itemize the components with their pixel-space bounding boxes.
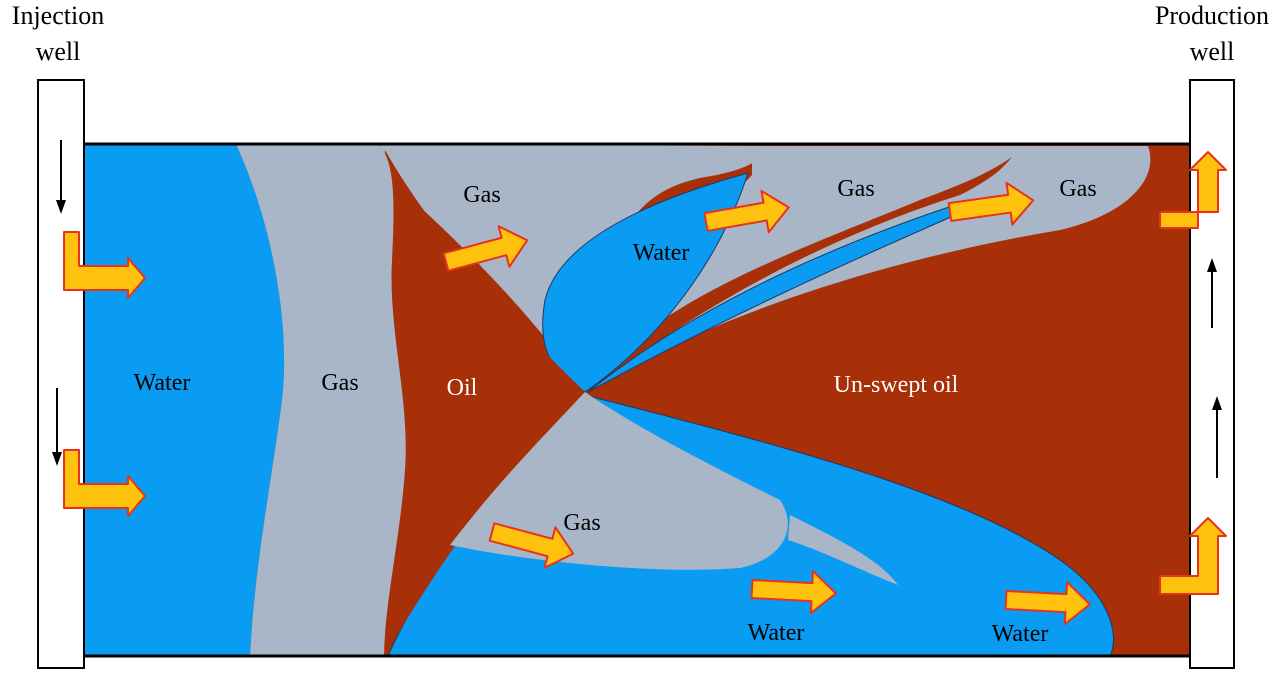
upper-gas-label-1: Gas xyxy=(463,182,500,208)
flow-arrow-1 xyxy=(442,225,529,272)
flow-arrow-5 xyxy=(750,570,837,615)
unswept-oil-label: Un-swept oil xyxy=(834,372,959,398)
injection-well-label-line1: Injection xyxy=(12,1,104,30)
flow-arrow-4 xyxy=(488,522,575,569)
injection-flow-arrows xyxy=(52,140,66,466)
injection-well-label-line2: well xyxy=(36,37,81,66)
production-well-label-line1: Production xyxy=(1155,1,1269,30)
water-bank-label: Water xyxy=(134,370,191,396)
oil-bank-label: Oil xyxy=(447,375,478,401)
flow-arrow-6 xyxy=(1004,581,1091,626)
upper-gas-label-2: Gas xyxy=(837,176,874,202)
production-flow-arrows xyxy=(1207,258,1222,478)
lower-gas-finger xyxy=(450,392,788,570)
production-well-label-line2: well xyxy=(1190,37,1235,66)
lower-gas-streak xyxy=(788,515,898,585)
lower-gas-label: Gas xyxy=(563,510,600,536)
upper-water-label: Water xyxy=(633,240,690,266)
flow-arrow-2 xyxy=(703,189,790,234)
reservoir xyxy=(84,144,1190,656)
gas-bank-label: Gas xyxy=(321,370,358,396)
injection-elbow-arrow-1 xyxy=(63,231,146,299)
production-elbow-arrow-1 xyxy=(1159,151,1227,229)
flow-arrow-3 xyxy=(947,181,1035,226)
oil-bank-region xyxy=(385,150,585,656)
injection-well xyxy=(37,79,85,669)
lower-water-label-1: Water xyxy=(748,620,805,646)
lower-water-label-2: Water xyxy=(992,621,1049,647)
water-bank-region xyxy=(84,144,285,656)
upper-water-streak xyxy=(587,199,991,393)
upper-gas-label-3: Gas xyxy=(1059,176,1096,202)
gas-bank-region xyxy=(236,144,406,656)
production-elbow-arrow-2 xyxy=(1159,517,1227,595)
upper-water-finger xyxy=(542,172,749,393)
injection-elbow-arrow-2 xyxy=(63,449,146,517)
